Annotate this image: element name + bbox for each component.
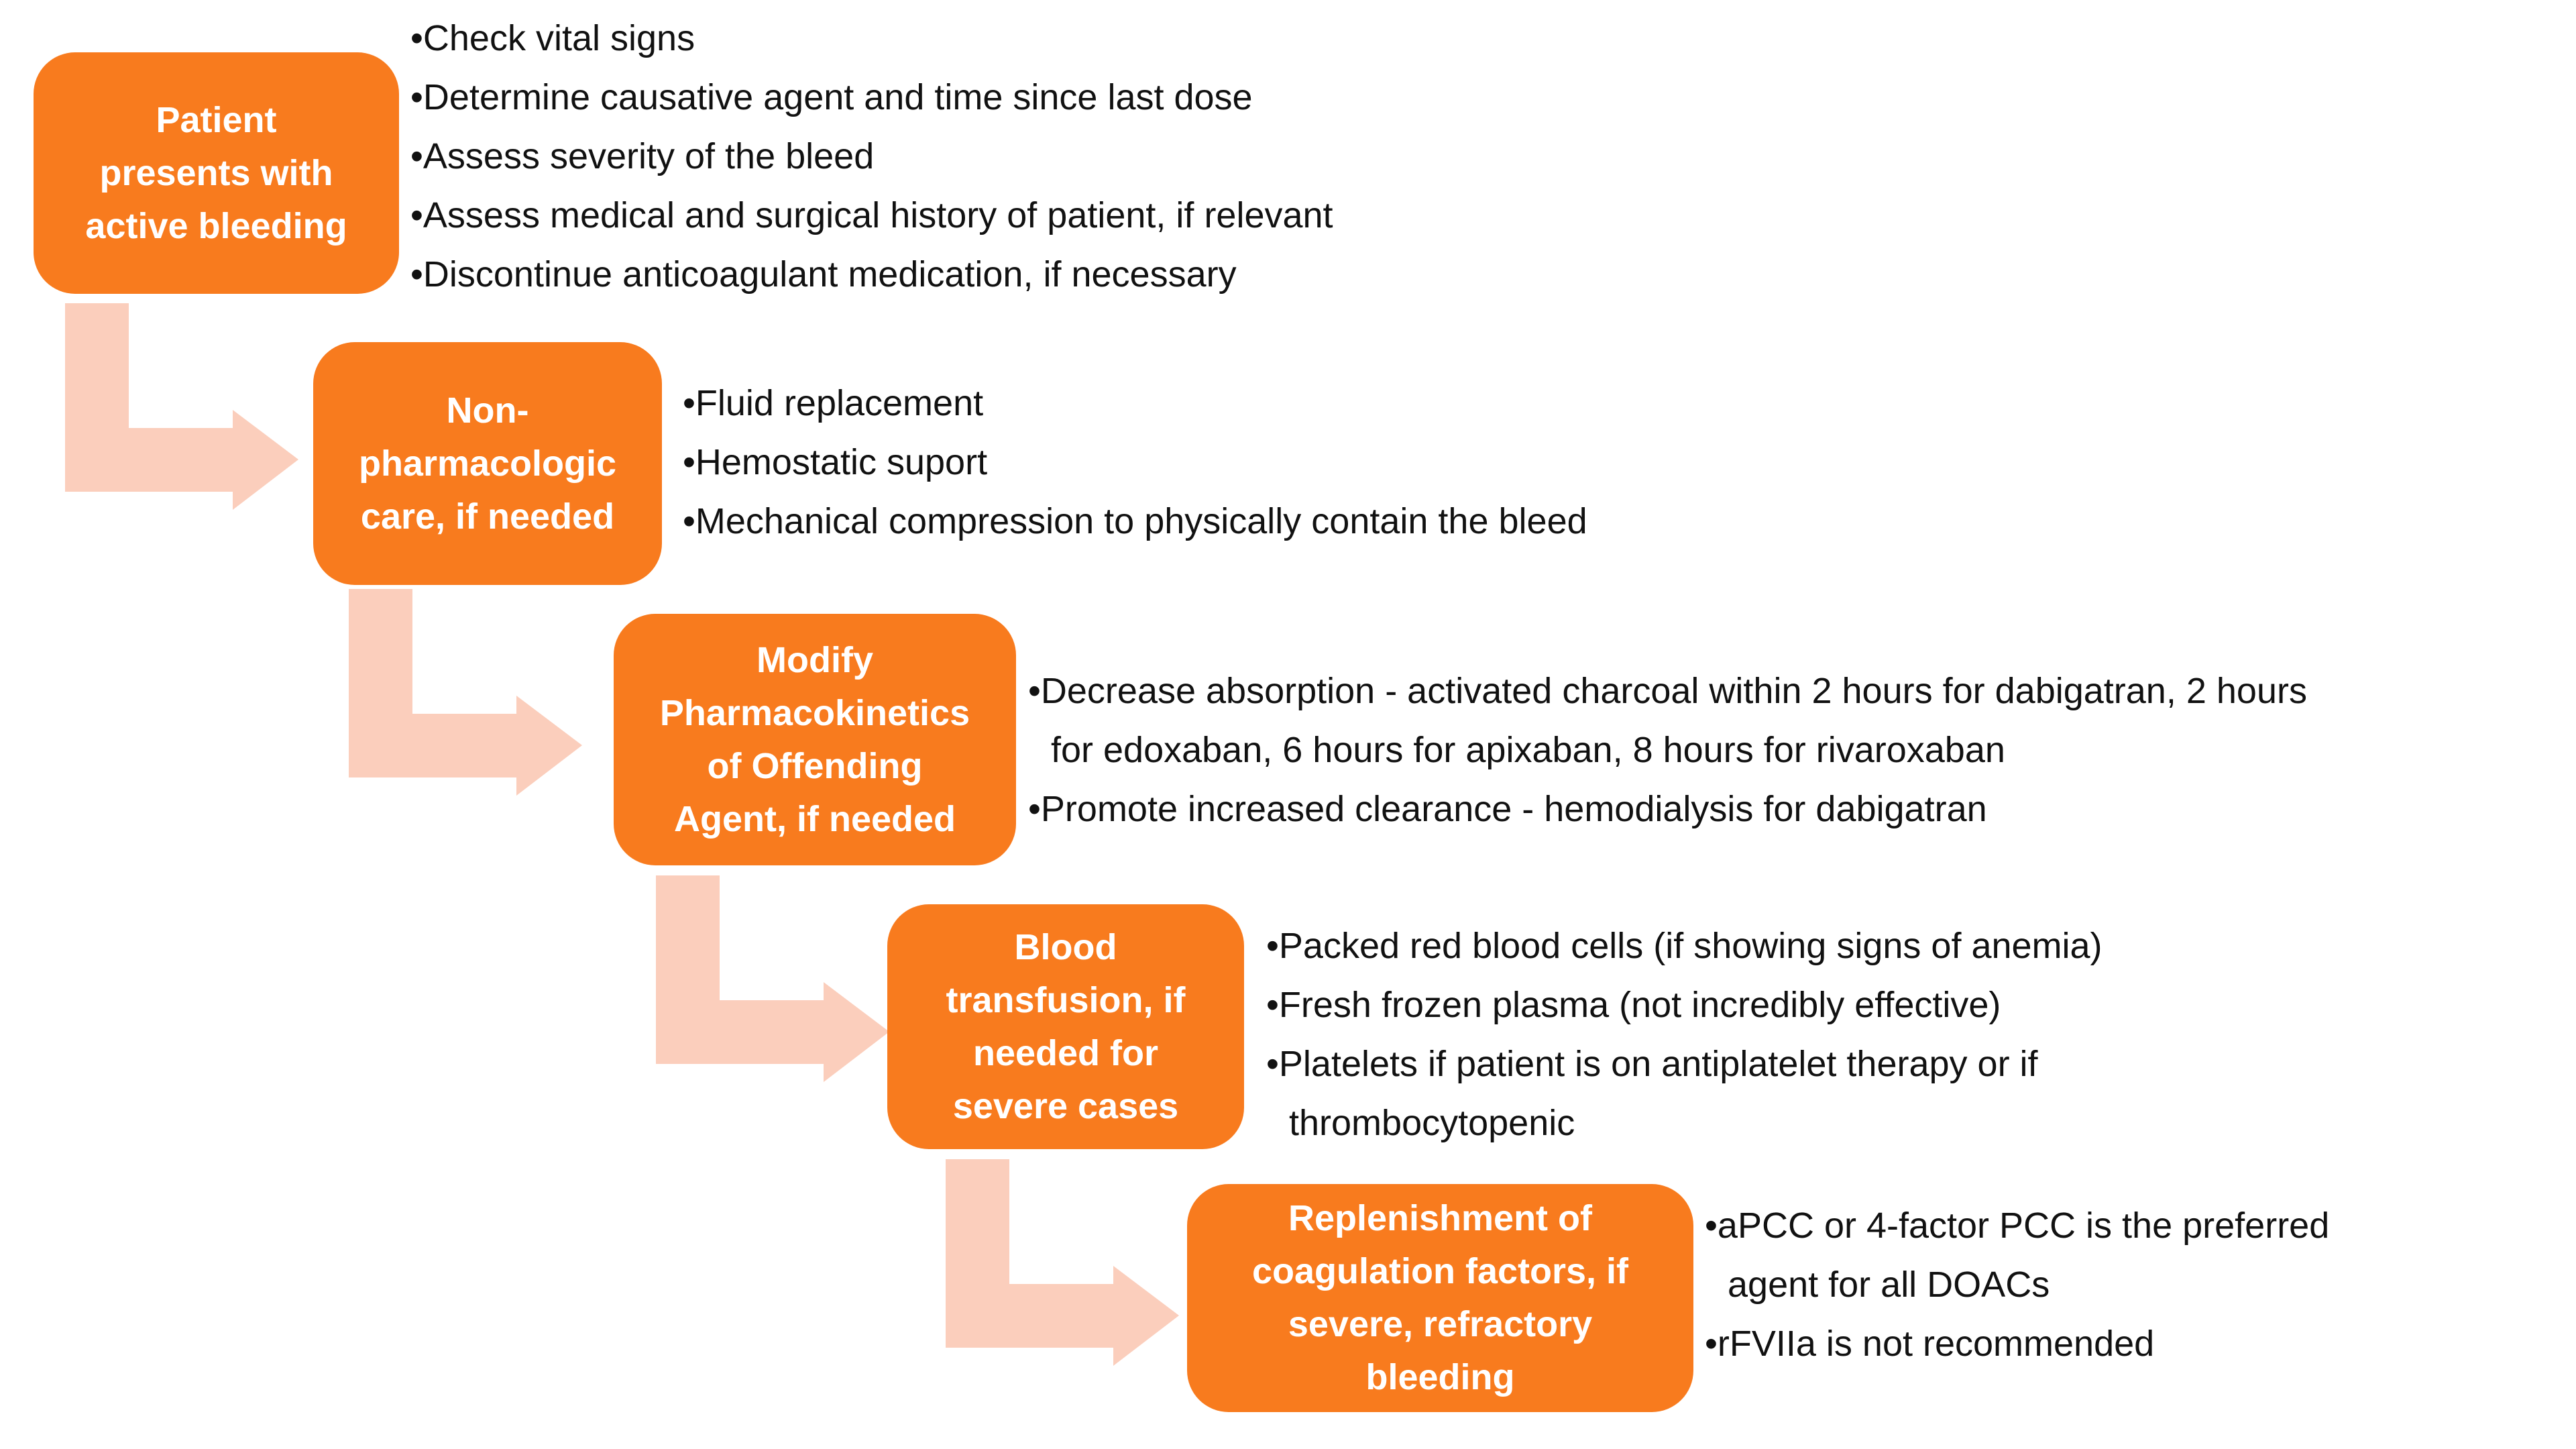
box-label-line: transfusion, if bbox=[946, 979, 1186, 1020]
flow-box-blood-transfusion: Blood transfusion, if needed for severe … bbox=[887, 904, 1244, 1149]
bullet-list-nonpharmacologic: •Fluid replacement •Hemostatic suport •M… bbox=[683, 374, 1587, 551]
bullet-line: •Packed red blood cells (if showing sign… bbox=[1266, 926, 2103, 966]
bullet-line-continuation: agent for all DOACs bbox=[1728, 1265, 2050, 1305]
box-label-line: severe cases bbox=[952, 1085, 1179, 1126]
bullet-list-coagulation-factors: •aPCC or 4-factor PCC is the preferred a… bbox=[1705, 1196, 2329, 1373]
bullet-line: •Fresh frozen plasma (not incredibly eff… bbox=[1266, 985, 2001, 1025]
bullet-line: •rFVIIa is not recommended bbox=[1705, 1324, 2155, 1364]
box-label-line: Blood bbox=[1014, 926, 1117, 967]
box-label-line: Pharmacokinetics bbox=[659, 692, 970, 733]
box-label-line: Patient bbox=[156, 99, 277, 140]
flow-box-patient-bleeding: Patient presents with active bleeding bbox=[34, 52, 399, 294]
bullet-line: •aPCC or 4-factor PCC is the preferred bbox=[1705, 1205, 2330, 1246]
box-label-line: presents with bbox=[99, 152, 333, 193]
bullet-line-continuation: for edoxaban, 6 hours for apixaban, 8 ho… bbox=[1051, 730, 2005, 770]
box-label-line: bleeding bbox=[1365, 1357, 1515, 1397]
box-label-line: needed for bbox=[972, 1032, 1159, 1073]
box-label-line: pharmacologic bbox=[358, 443, 617, 484]
arrow-down-right-icon bbox=[65, 303, 298, 510]
box-label-line: Agent, if needed bbox=[673, 798, 956, 839]
box-label-line: Modify bbox=[757, 639, 873, 680]
bullet-line: •Determine causative agent and time sinc… bbox=[410, 77, 1253, 117]
bullet-line: •Discontinue anticoagulant medication, i… bbox=[410, 254, 1237, 294]
bullet-line-continuation: thrombocytopenic bbox=[1289, 1103, 1575, 1143]
box-label-line: Replenishment of bbox=[1288, 1198, 1593, 1238]
box-label-line: care, if needed bbox=[360, 496, 615, 537]
bullet-list-assessment: •Check vital signs •Determine causative … bbox=[410, 9, 1333, 304]
flow-box-replenish-coagulation: Replenishment of coagulation factors, if… bbox=[1187, 1184, 1693, 1412]
arrow-down-right-icon bbox=[349, 589, 582, 796]
bullet-list-pharmacokinetics: •Decrease absorption - activated charcoa… bbox=[1028, 661, 2307, 839]
bullet-line: •Assess severity of the bleed bbox=[410, 136, 875, 176]
bullet-line: •Check vital signs bbox=[410, 18, 695, 58]
bullet-line: •Mechanical compression to physically co… bbox=[683, 501, 1587, 541]
box-label-line: of Offending bbox=[707, 745, 923, 786]
bullet-line: •Platelets if patient is on antiplatelet… bbox=[1266, 1044, 2038, 1084]
flow-box-modify-pharmacokinetics: Modify Pharmacokinetics of Offending Age… bbox=[614, 614, 1016, 865]
box-label-line: Non- bbox=[446, 390, 529, 431]
bullet-list-transfusion: •Packed red blood cells (if showing sign… bbox=[1266, 916, 2103, 1152]
bullet-line: •Assess medical and surgical history of … bbox=[410, 195, 1333, 235]
box-label-line: active bleeding bbox=[85, 205, 347, 246]
bullet-line: •Hemostatic suport bbox=[683, 442, 988, 482]
flow-box-nonpharmacologic-care: Non- pharmacologic care, if needed bbox=[313, 342, 662, 585]
bullet-line: •Promote increased clearance - hemodialy… bbox=[1028, 789, 1987, 829]
arrow-down-right-icon bbox=[656, 875, 889, 1082]
bullet-line: •Fluid replacement bbox=[683, 383, 984, 423]
bullet-line: •Decrease absorption - activated charcoa… bbox=[1028, 671, 2307, 711]
box-label-line: coagulation factors, if bbox=[1251, 1251, 1629, 1291]
arrow-down-right-icon bbox=[946, 1159, 1179, 1366]
box-label-line: severe, refractory bbox=[1288, 1304, 1593, 1344]
